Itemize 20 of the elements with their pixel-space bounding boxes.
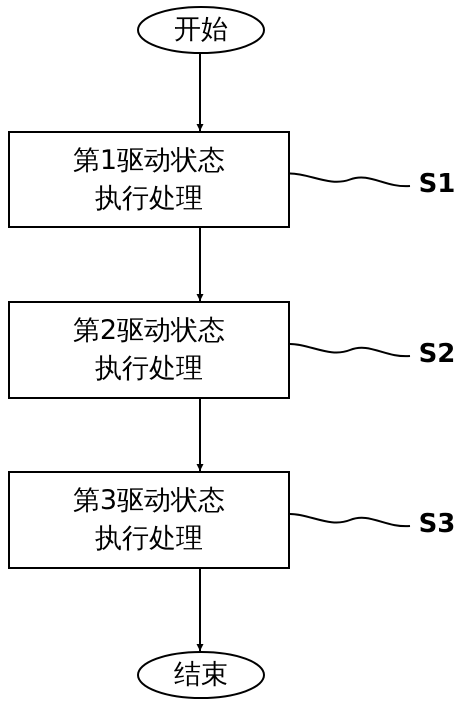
arrow <box>196 54 204 131</box>
step-label: S1 <box>418 168 456 201</box>
arrow <box>196 228 204 301</box>
arrow <box>196 569 204 651</box>
node-text: 第3驱动状态执行处理 <box>72 484 226 556</box>
step-label: S2 <box>418 338 456 371</box>
step-label: S3 <box>418 508 456 541</box>
leader-line <box>290 513 410 528</box>
leader-line <box>290 172 410 188</box>
terminal-ellipse <box>137 651 265 699</box>
process-box <box>8 131 290 228</box>
leader-line <box>290 343 410 358</box>
process-box <box>8 471 290 569</box>
node-text: 第2驱动状态执行处理 <box>72 314 226 386</box>
process-box <box>8 301 290 399</box>
node-text: 开始 <box>174 13 228 47</box>
node-text: 第1驱动状态执行处理 <box>72 144 226 216</box>
terminal-ellipse <box>137 6 265 54</box>
node-text: 结束 <box>174 658 228 692</box>
arrow <box>196 399 204 471</box>
